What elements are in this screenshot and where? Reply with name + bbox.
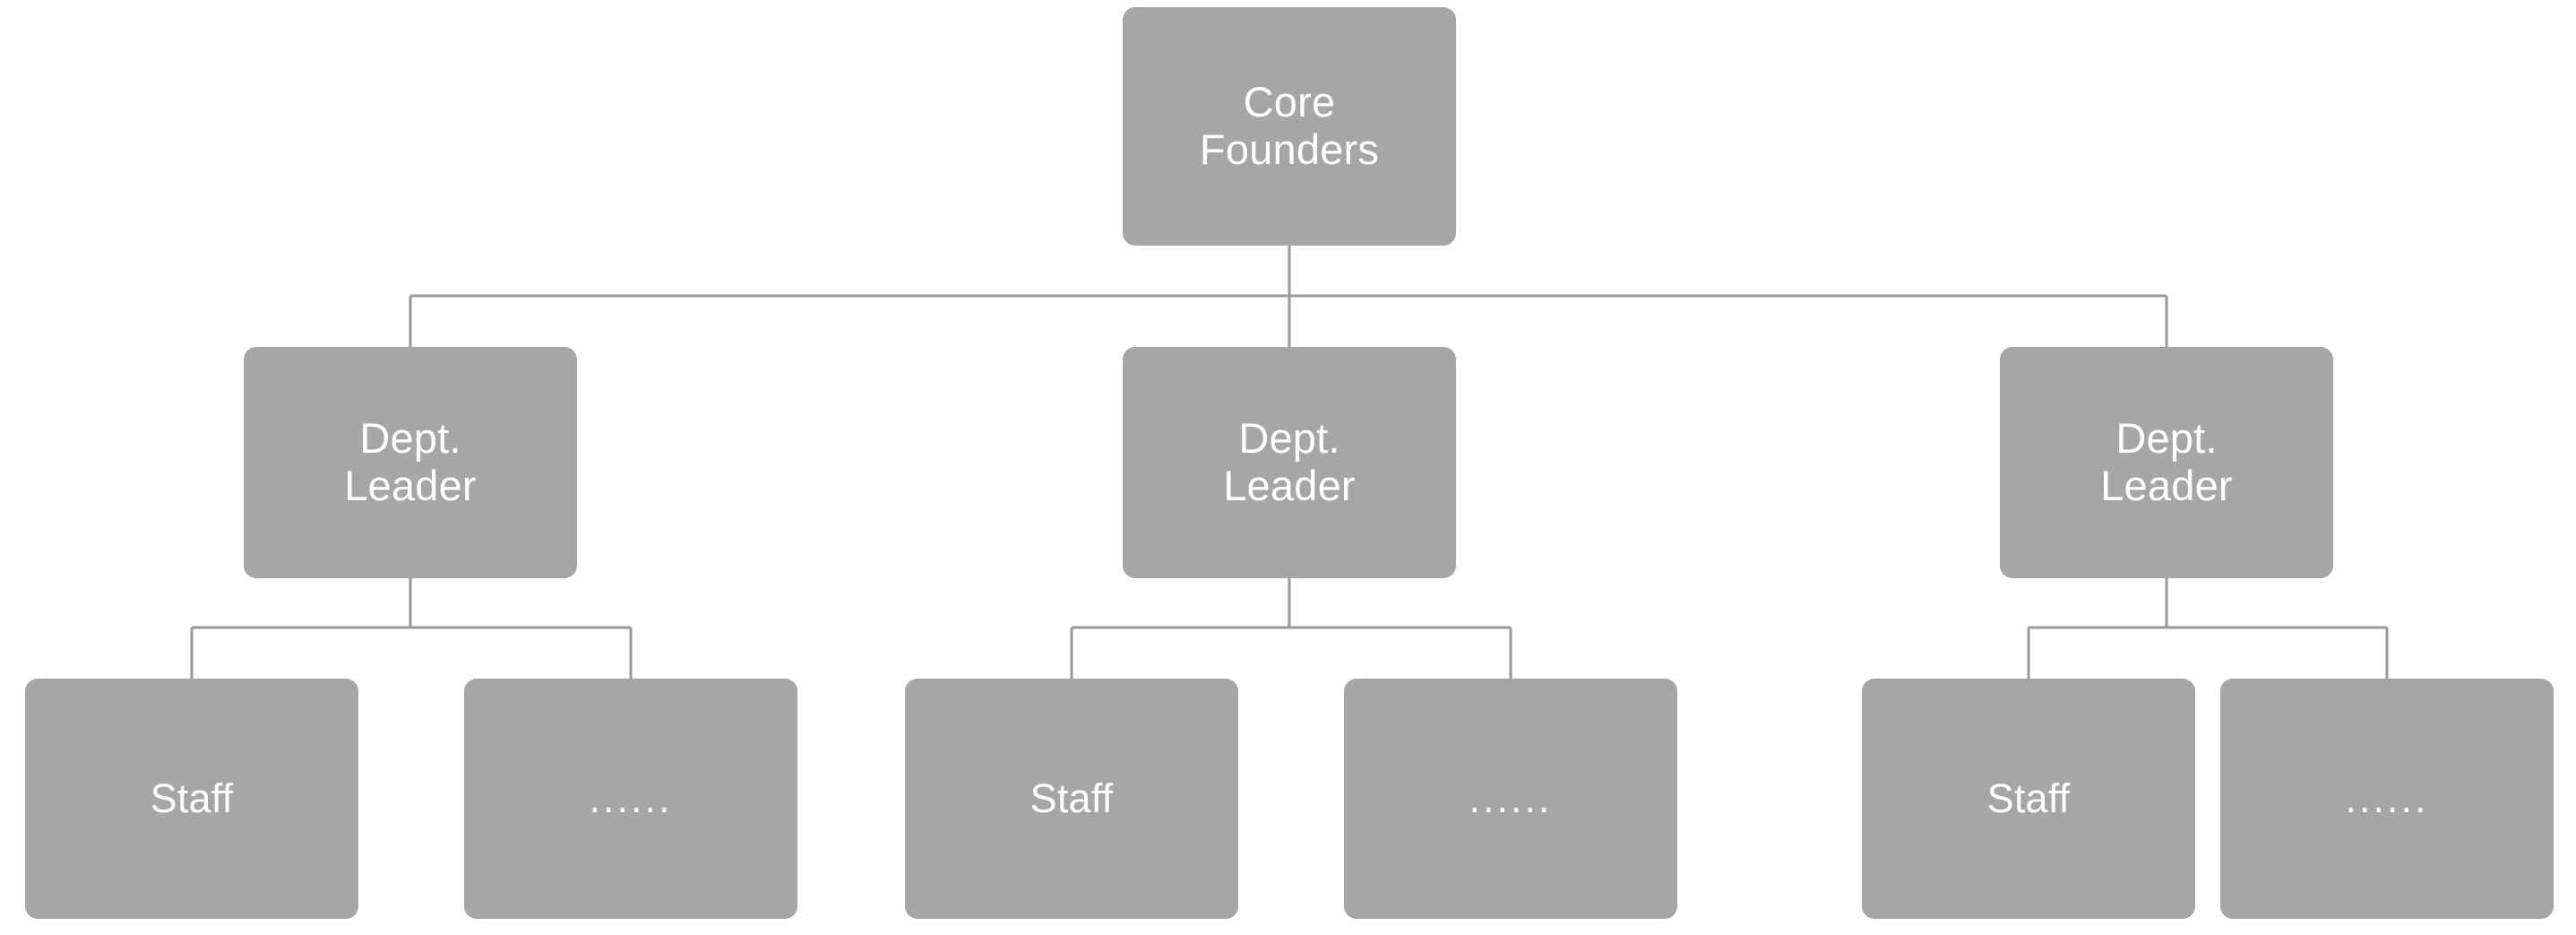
node-more-3[interactable]: ...... xyxy=(2220,679,2554,919)
node-more-2[interactable]: ...... xyxy=(1344,679,1677,919)
node-dept-leader-3[interactable]: Dept. Leader xyxy=(2000,347,2333,578)
node-core-founders-label: Core Founders xyxy=(1199,78,1380,173)
node-dept-leader-1[interactable]: Dept. Leader xyxy=(244,347,577,578)
node-dept-leader-1-label: Dept. Leader xyxy=(344,414,477,509)
node-dept-leader-2[interactable]: Dept. Leader xyxy=(1123,347,1456,578)
node-staff-1-label: Staff xyxy=(150,775,234,821)
node-more-3-label: ...... xyxy=(2345,775,2429,821)
node-staff-2-label: Staff xyxy=(1030,775,1114,821)
node-staff-3[interactable]: Staff xyxy=(1862,679,2195,919)
node-staff-3-label: Staff xyxy=(1986,775,2071,821)
node-dept-leader-2-label: Dept. Leader xyxy=(1223,414,1356,509)
node-more-2-label: ...... xyxy=(1469,775,1553,821)
node-more-1[interactable]: ...... xyxy=(464,679,797,919)
node-dept-leader-3-label: Dept. Leader xyxy=(2100,414,2233,509)
node-core-founders[interactable]: Core Founders xyxy=(1123,7,1456,246)
node-staff-1[interactable]: Staff xyxy=(25,679,358,919)
node-more-1-label: ...... xyxy=(589,775,673,821)
node-staff-2[interactable]: Staff xyxy=(905,679,1238,919)
